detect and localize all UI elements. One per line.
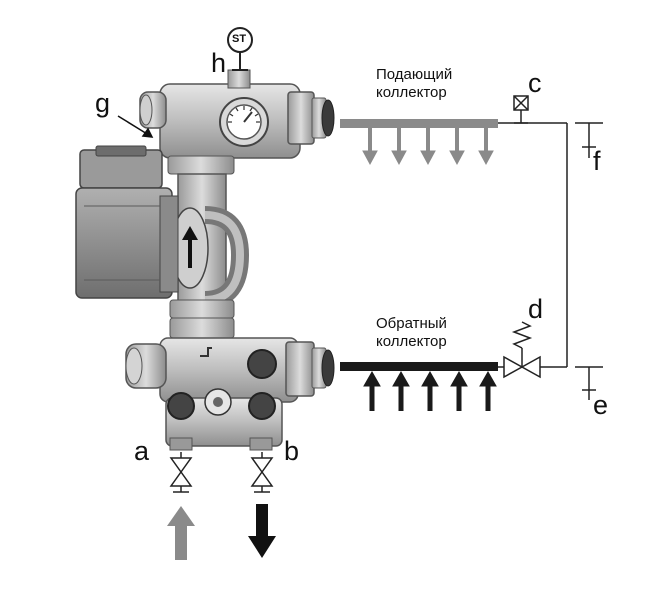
supply-outlet-arrows — [362, 128, 494, 166]
safety-valve-icon — [503, 321, 541, 379]
supply-manifold-caption: Подающий коллектор — [376, 66, 452, 102]
label-g-leader — [117, 115, 154, 138]
return-inlet-arrows — [363, 370, 497, 411]
supply-manifold — [340, 119, 498, 166]
right-piping — [498, 122, 603, 400]
label-f: f — [593, 146, 601, 176]
label-g: g — [95, 88, 111, 118]
return-caption-line1: Обратный — [376, 315, 447, 332]
valve-b-icon — [250, 452, 274, 493]
inlet-arrow-icon — [167, 506, 195, 560]
pump-flow-arrow-icon — [171, 207, 209, 289]
valve-a-icon — [169, 452, 193, 493]
supply-caption-line2: коллектор — [376, 84, 447, 101]
return-manifold-caption: Обратный коллектор — [376, 315, 447, 351]
label-a: a — [134, 436, 150, 466]
return-manifold — [340, 362, 498, 411]
supply-caption-line1: Подающий — [376, 66, 453, 83]
label-d: d — [528, 294, 544, 324]
thermometer-icon — [219, 97, 269, 147]
label-c: c — [528, 68, 542, 98]
outlet-arrow-icon — [248, 504, 276, 558]
lower-valve-body — [125, 337, 335, 451]
pump-motor — [75, 145, 179, 299]
label-b: b — [284, 436, 300, 466]
air-vent-icon — [513, 95, 529, 124]
upper-valve-body — [139, 69, 335, 175]
label-e: e — [593, 390, 609, 420]
sensor-st-icon — [227, 27, 253, 71]
sensor-st-label: ST — [232, 33, 247, 45]
label-h: h — [211, 48, 227, 78]
return-caption-line2: коллектор — [376, 333, 447, 350]
